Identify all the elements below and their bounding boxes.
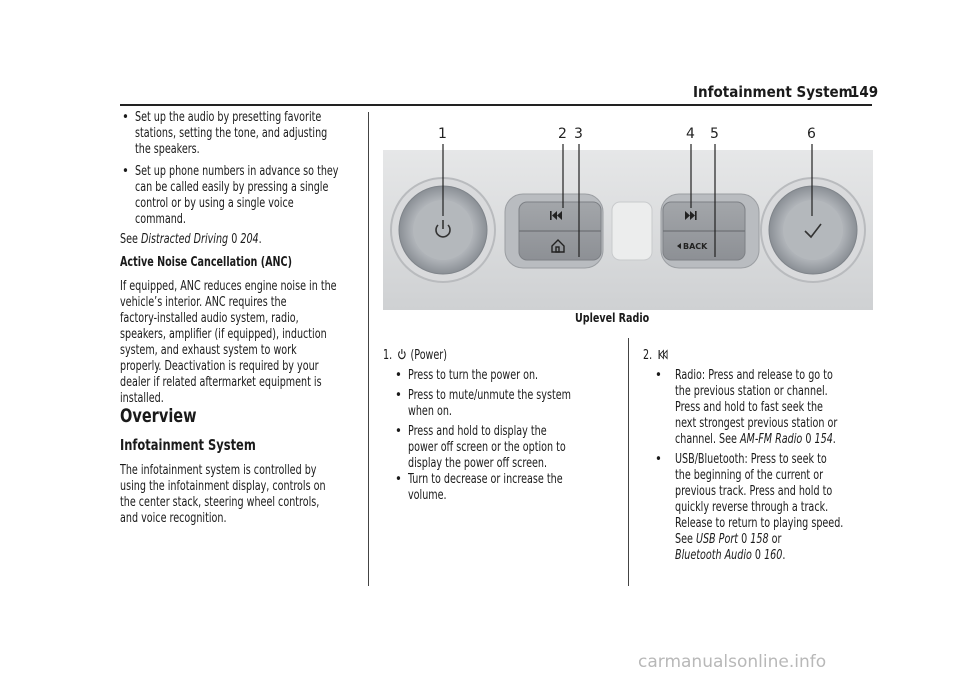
see-reference: See Distracted Driving 0 204. — [120, 232, 262, 247]
select-knob — [760, 177, 866, 283]
page-arrow-icon: 0 — [754, 548, 762, 563]
header-rule — [120, 104, 872, 106]
radio-illustration: BACK — [383, 144, 873, 310]
right-button-cluster: BACK — [660, 193, 760, 269]
center-indicator — [611, 201, 653, 261]
checkmark-icon — [804, 223, 822, 239]
callout-2: 2 — [558, 126, 567, 142]
xref-link[interactable]: Bluetooth Audio — [675, 548, 752, 563]
bullet-text: Press and hold to display the power off … — [408, 424, 566, 471]
power-knob — [390, 177, 496, 283]
item-1-heading: 1. (Power) — [383, 348, 447, 363]
running-header-title: Infotainment System — [693, 83, 853, 101]
figure-caption: Uplevel Radio — [575, 310, 650, 325]
overview-heading: Overview — [120, 405, 197, 427]
left-button-cluster — [504, 193, 604, 269]
item-2-heading: 2. — [643, 348, 669, 364]
anc-heading: Active Noise Cancellation (ANC) — [120, 255, 292, 270]
xref-link[interactable]: Distracted Driving — [140, 232, 229, 247]
bullet-marker: • — [122, 110, 129, 125]
column-divider-right — [628, 338, 629, 586]
power-icon — [397, 349, 406, 360]
column-divider-left — [368, 112, 369, 586]
page-arrow-icon: 0 — [741, 532, 748, 547]
callout-4: 4 — [686, 126, 695, 142]
callout-leaders — [442, 144, 813, 257]
page-number: 149 — [850, 83, 879, 101]
home-icon — [551, 239, 565, 253]
anc-paragraph: If equipped, ANC reduces engine noise in… — [120, 279, 337, 406]
infotainment-paragraph: The infotainment system is controlled by… — [120, 463, 326, 526]
bullet-marker: • — [122, 164, 129, 179]
power-icon — [435, 220, 451, 238]
seek-back-icon — [658, 349, 668, 360]
bullet-text: Press to mute/unmute the system when on. — [408, 388, 571, 419]
page-arrow-icon: 0 — [231, 232, 238, 247]
infotainment-heading: Infotainment System — [120, 436, 256, 454]
callout-6: 6 — [807, 126, 816, 142]
bullet-marker: • — [655, 368, 662, 383]
back-icon — [677, 243, 681, 249]
bullet-text: Set up the audio by presetting favorite … — [135, 110, 328, 157]
back-label: BACK — [683, 242, 708, 251]
xref-link[interactable]: AM-FM Radio — [739, 432, 803, 447]
bullet-marker: • — [655, 452, 662, 467]
bullet-marker: • — [395, 388, 402, 403]
bullet-text: Set up phone numbers in advance so they … — [135, 164, 339, 227]
bullet-text: Turn to decrease or increase the volume. — [408, 472, 563, 503]
callout-5: 5 — [710, 126, 719, 142]
bullet-text: USB/Bluetooth: Press to seek to the begi… — [675, 452, 844, 563]
seek-back-icon — [550, 211, 562, 220]
callout-3: 3 — [574, 126, 583, 142]
uplevel-radio-figure: BACK 1 2 3 4 5 6 — [383, 112, 873, 332]
bullet-text: Press to turn the power on. — [408, 368, 539, 383]
page-arrow-icon: 0 — [805, 432, 812, 447]
xref-link[interactable]: USB Port — [695, 532, 739, 547]
seek-forward-icon — [685, 211, 697, 220]
watermark: carmanualsonline.info — [638, 652, 827, 672]
callout-1: 1 — [438, 126, 447, 142]
bullet-marker: • — [395, 472, 402, 487]
bullet-text: Radio: Press and release to go to the pr… — [675, 368, 838, 447]
bullet-marker: • — [395, 424, 402, 439]
bullet-marker: • — [395, 368, 402, 383]
